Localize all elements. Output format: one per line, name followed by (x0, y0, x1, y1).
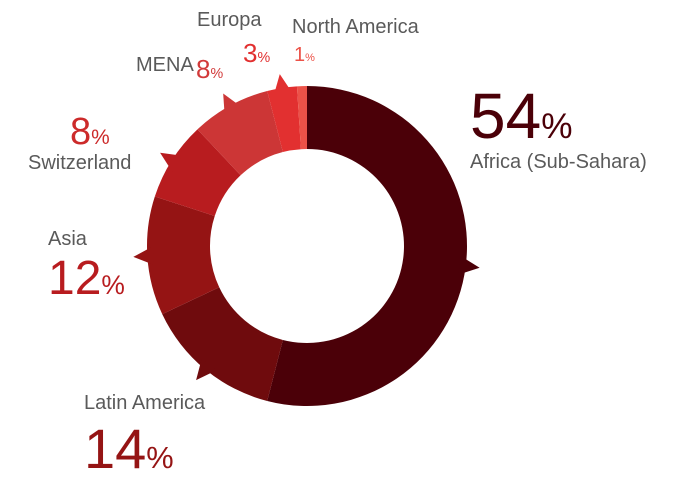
pointer-asia (133, 246, 155, 266)
name-asia: Asia (48, 228, 87, 250)
value-switzerland: 8% (70, 111, 110, 153)
value-asia: 12% (48, 252, 125, 305)
value-north-america: 1% (294, 44, 315, 66)
pointer-europa (273, 74, 293, 96)
pointer-mena (223, 93, 242, 116)
value-europa: 3% (243, 38, 271, 68)
slice-africa (267, 86, 467, 406)
label-africa: 54% Africa (Sub-Sahara) (470, 84, 647, 172)
value-latin-america: 14% (84, 417, 174, 480)
label-north-america: North America (292, 17, 419, 37)
label-asia: Asia 12% (48, 229, 125, 303)
slice-north-america (296, 86, 307, 150)
name-europa: Europa (197, 9, 262, 31)
value-mena: 8% (196, 54, 224, 84)
name-switzerland: Switzerland (28, 152, 132, 174)
pointer-africa (458, 255, 480, 275)
label-latin-america: Latin America 14% (84, 393, 205, 477)
label-europa: Europa (197, 10, 262, 30)
name-latin-america: Latin America (84, 392, 206, 414)
name-mena: MENA (136, 54, 194, 76)
pointer-switzerland (160, 152, 183, 172)
pointer-latin-america (196, 358, 217, 381)
label-mena: MENA (136, 55, 194, 75)
slice-switzerland (154, 129, 241, 217)
slice-europa (267, 86, 301, 153)
name-africa: Africa (Sub-Sahara) (470, 151, 647, 173)
slice-latin-america (162, 287, 283, 401)
value-africa: 54% (470, 80, 573, 152)
label-switzerland: 8% Switzerland (28, 113, 131, 173)
slice-asia (147, 196, 220, 315)
name-north-america: North America (292, 16, 419, 38)
slice-mena (197, 91, 283, 176)
